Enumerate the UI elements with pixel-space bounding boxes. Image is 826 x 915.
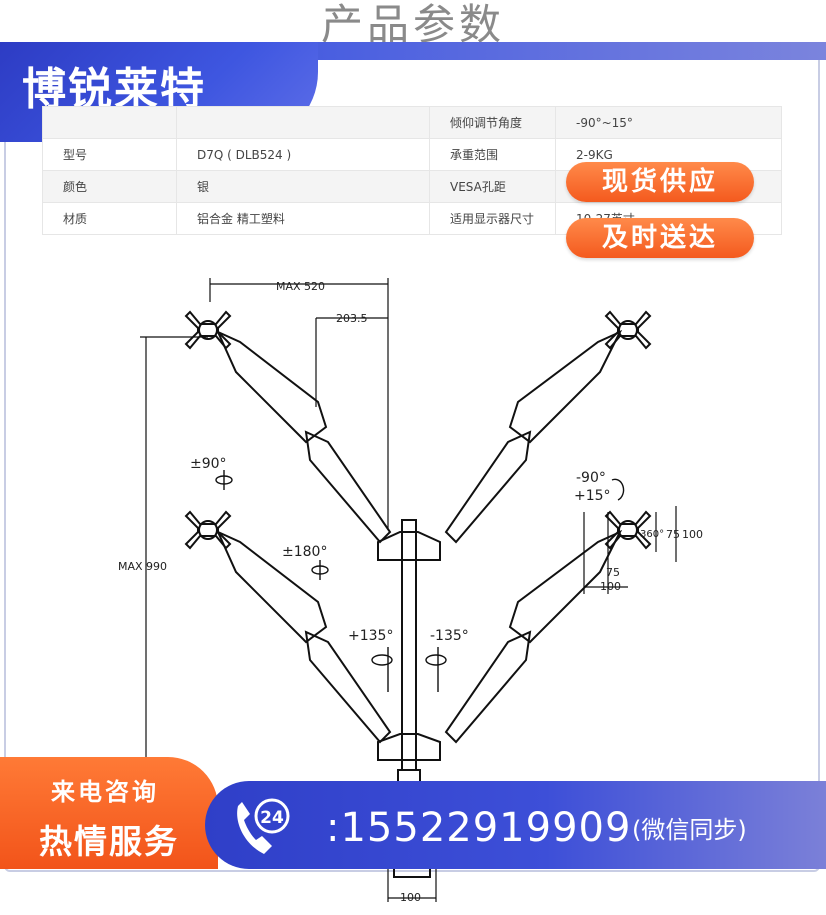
vesa-75-horizontal: 75 (606, 566, 620, 579)
phone-24h-icon: 24 (230, 792, 310, 862)
spec-label: 承重范围 (429, 138, 556, 171)
dim-offset: 203.5 (336, 312, 368, 325)
spec-label: 倾仰调节角度 (429, 106, 556, 139)
vesa-75-vertical: 75 (666, 528, 680, 541)
spec-label: 型号 (42, 138, 177, 171)
spec-value: 铝合金 精工塑料 (176, 202, 430, 235)
phone-number[interactable]: :15522919909 (326, 805, 632, 851)
table-row: 倾仰调节角度 -90°~15° (42, 106, 782, 139)
page-title: 产品参数 (320, 0, 505, 49)
base-width-label: 100 (400, 891, 421, 904)
tilt-minus90-label: -90° (576, 470, 606, 486)
spec-label: 颜色 (42, 170, 177, 203)
spec-label (42, 106, 177, 139)
product-diagram: MAX 520 203.5 MAX 990 ±90° ±180° +135° -… (100, 262, 740, 911)
table-row: 型号 D7Q ( DLB524 ) 承重范围 2-9KG (42, 138, 782, 171)
spec-label: 适用显示器尺寸 (429, 202, 556, 235)
stock-badge: 现货供应 (566, 162, 754, 202)
arm-drawing (140, 278, 677, 902)
spec-label: VESA孔距 (429, 170, 556, 203)
spec-label: 材质 (42, 202, 177, 235)
rotation-180-label: ±180° (282, 544, 328, 560)
phone-banner (205, 781, 826, 869)
rotation-360-label: 360° (640, 529, 665, 540)
service-text: 热情服务 (39, 822, 179, 861)
delivery-badge: 及时送达 (566, 218, 754, 258)
wechat-note: (微信同步) (632, 816, 747, 844)
spec-value: -90°~15° (555, 106, 782, 139)
spec-value: 银 (176, 170, 430, 203)
rotation-plus135-label: +135° (348, 628, 394, 644)
consult-text: 来电咨询 (51, 777, 159, 806)
vesa-100-vertical: 100 (682, 528, 703, 541)
rotation-90-label: ±90° (190, 456, 227, 472)
rotation-minus135-label: -135° (430, 628, 469, 644)
consult-banner (0, 757, 218, 869)
icon-24-text: 24 (260, 808, 284, 828)
spec-value: D7Q ( DLB524 ) (176, 138, 430, 171)
spec-value (176, 106, 430, 139)
dim-max-height: MAX 990 (118, 560, 168, 573)
dim-max-width: MAX 520 (276, 280, 326, 293)
tilt-plus15-label: +15° (574, 488, 611, 504)
vesa-100-horizontal: 100 (600, 580, 621, 593)
